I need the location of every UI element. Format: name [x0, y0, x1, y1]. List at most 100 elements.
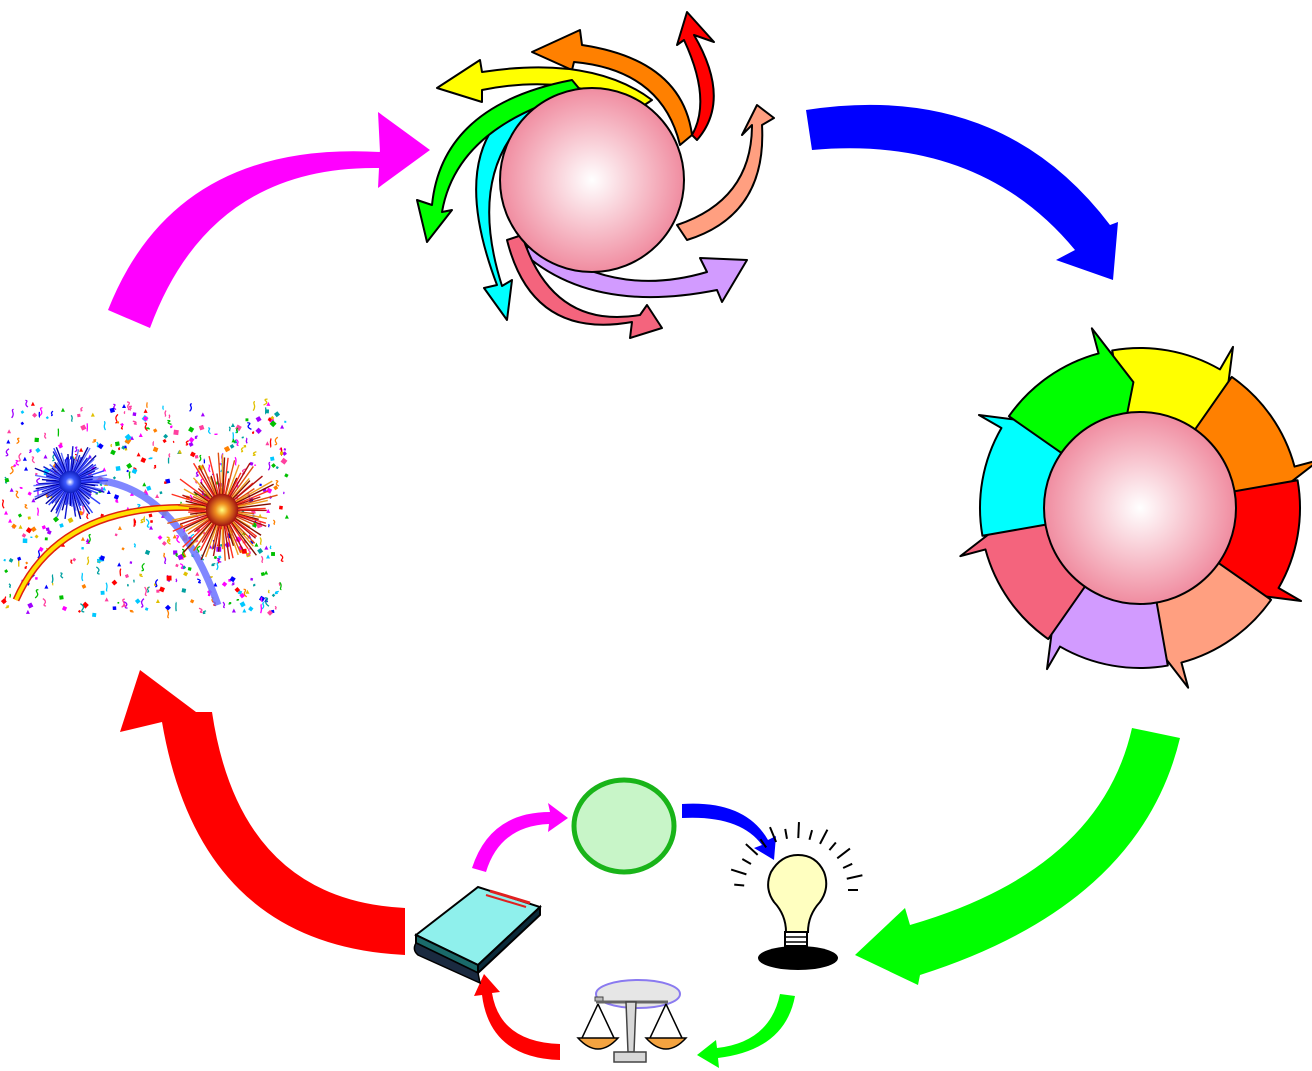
confetti-piece — [146, 485, 152, 491]
confetti-piece — [35, 477, 41, 486]
confetti-piece — [72, 557, 77, 562]
confetti-piece — [266, 554, 271, 559]
confetti-piece — [242, 608, 247, 613]
confetti-piece — [80, 536, 85, 541]
swirl-arrow-peach — [676, 104, 775, 241]
confetti-piece — [241, 436, 244, 439]
confetti-piece — [110, 443, 113, 448]
confetti-piece — [259, 537, 262, 546]
confetti-piece — [223, 445, 231, 453]
confetti-piece — [9, 487, 14, 492]
confetti-piece — [252, 451, 257, 457]
confetti-piece — [230, 422, 235, 427]
confetti-piece — [209, 576, 213, 579]
confetti-piece — [198, 424, 205, 431]
confetti-piece — [105, 582, 108, 592]
confetti-piece — [81, 505, 85, 516]
confetti-piece — [146, 427, 150, 430]
confetti-piece — [118, 447, 121, 451]
confetti-piece — [185, 440, 189, 446]
confetti-piece — [144, 422, 148, 432]
confetti-piece — [218, 555, 222, 559]
confetti-piece — [188, 437, 195, 443]
confetti-piece — [157, 535, 163, 540]
confetti-piece — [113, 494, 120, 500]
confetti-piece — [133, 518, 137, 526]
confetti-piece — [115, 499, 119, 503]
confetti-piece — [170, 425, 173, 429]
confetti-piece — [260, 597, 263, 602]
confetti-piece — [4, 569, 9, 574]
confetti-piece — [8, 518, 13, 523]
confetti-piece — [116, 421, 120, 424]
confetti-piece — [27, 516, 31, 520]
confetti-piece — [18, 452, 22, 462]
confetti-piece — [42, 598, 47, 607]
confetti-piece — [70, 559, 73, 565]
confetti-piece — [243, 588, 248, 598]
confetti-piece — [216, 562, 219, 571]
confetti-piece — [22, 456, 27, 461]
confetti-piece — [245, 437, 248, 444]
confetti-piece — [24, 466, 29, 471]
swirl-arrow-red — [676, 11, 715, 141]
confetti-piece — [8, 558, 14, 563]
confetti-piece — [163, 481, 167, 485]
confetti-piece — [144, 586, 147, 597]
confetti-piece — [235, 439, 239, 447]
confetti-piece — [95, 566, 100, 575]
confetti-piece — [265, 409, 270, 414]
confetti-piece — [51, 574, 54, 584]
confetti-piece — [188, 441, 194, 447]
arrow-celebration-to-swirl — [108, 112, 430, 328]
confetti-piece — [177, 449, 182, 454]
confetti-piece — [21, 533, 27, 538]
confetti-piece — [284, 420, 287, 423]
confetti-piece — [119, 568, 122, 577]
confetti-piece — [159, 586, 165, 593]
confetti-piece — [7, 429, 12, 434]
confetti-piece — [74, 446, 78, 453]
confetti-piece — [152, 446, 159, 453]
confetti-piece — [69, 456, 73, 460]
confetti-piece — [34, 534, 39, 539]
confetti-piece — [269, 420, 277, 428]
confetti-piece — [228, 601, 232, 605]
confetti-piece — [112, 476, 117, 480]
confetti-piece — [4, 477, 10, 483]
confetti-piece — [252, 400, 256, 411]
confetti-piece — [148, 513, 153, 518]
confetti-piece — [148, 457, 153, 460]
confetti-piece — [229, 443, 235, 449]
confetti-piece — [36, 507, 39, 516]
confetti-piece — [272, 519, 276, 525]
confetti-piece — [266, 401, 271, 406]
confetti-piece — [168, 453, 171, 458]
confetti-piece — [132, 420, 137, 425]
confetti-piece — [269, 545, 272, 550]
confetti-piece — [222, 601, 226, 609]
confetti-piece — [255, 427, 262, 434]
confetti-piece — [28, 449, 32, 454]
confetti-piece — [189, 403, 192, 412]
confetti-piece — [25, 527, 33, 534]
confetti-piece — [44, 432, 47, 439]
confetti-piece — [202, 610, 207, 615]
confetti-piece — [167, 419, 172, 425]
confetti-piece — [124, 445, 127, 449]
confetti-piece — [183, 571, 189, 577]
confetti-piece — [177, 554, 184, 561]
confetti-piece — [58, 443, 64, 449]
confetti-piece — [234, 456, 237, 466]
confetti-piece — [273, 411, 281, 418]
confetti-piece — [41, 525, 47, 530]
confetti-piece — [208, 464, 211, 473]
firework-red — [167, 452, 278, 561]
confetti-piece — [280, 424, 285, 429]
confetti-piece — [166, 536, 171, 545]
confetti-piece — [211, 562, 216, 567]
confetti-piece — [274, 605, 277, 610]
confetti-piece — [282, 451, 287, 456]
confetti-piece — [263, 398, 268, 406]
confetti-piece — [152, 428, 158, 433]
